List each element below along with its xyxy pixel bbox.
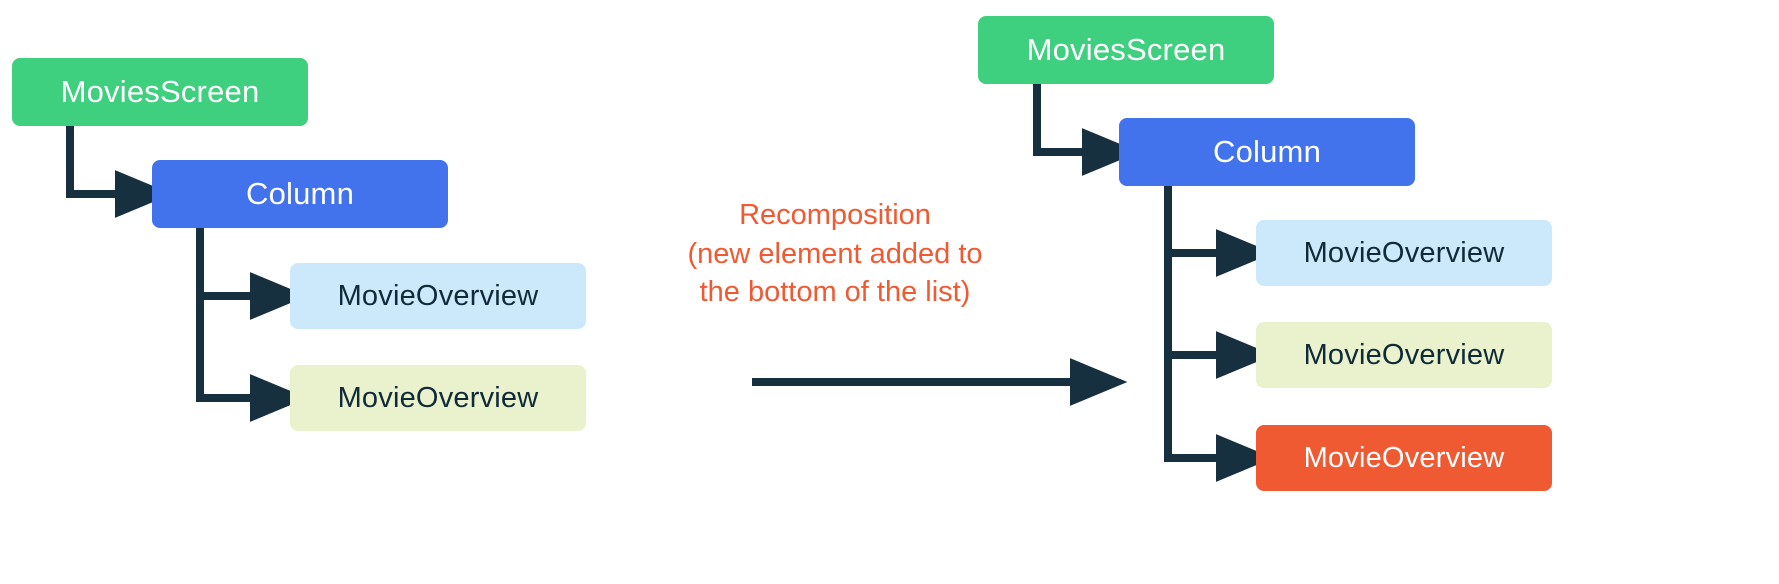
after-node-column[interactable]: Column xyxy=(1119,118,1415,186)
edge-right-screen-to-column xyxy=(1033,84,1140,176)
before-node-movie-overview-2[interactable]: MovieOverview xyxy=(290,365,586,431)
before-node-column[interactable]: Column xyxy=(152,160,448,228)
edge-right-column-to-child-1 xyxy=(1164,186,1274,277)
edge-left-column-to-child-2 xyxy=(196,296,308,422)
after-node-movie-overview-1[interactable]: MovieOverview xyxy=(1256,220,1552,286)
before-node-movie-overview-1[interactable]: MovieOverview xyxy=(290,263,586,329)
after-node-movie-overview-2[interactable]: MovieOverview xyxy=(1256,322,1552,388)
before-node-movie-overview-1-label: MovieOverview xyxy=(337,279,539,312)
after-node-movie-overview-3-new[interactable]: MovieOverview xyxy=(1256,425,1552,491)
after-node-movie-overview-2-label: MovieOverview xyxy=(1303,338,1505,371)
after-node-movies-screen-label: MoviesScreen xyxy=(1026,32,1226,67)
after-node-column-label: Column xyxy=(1212,134,1322,169)
edge-right-column-to-child-2 xyxy=(1164,253,1274,379)
before-node-column-label: Column xyxy=(245,176,355,211)
after-node-movie-overview-3-new-label: MovieOverview xyxy=(1303,441,1505,474)
before-node-movies-screen-label: MoviesScreen xyxy=(60,74,260,109)
after-node-movie-overview-1-label: MovieOverview xyxy=(1303,236,1505,269)
edge-left-screen-to-column xyxy=(66,126,173,218)
transition-caption: Recomposition (new element added to the … xyxy=(687,199,983,309)
edge-left-column-to-child-1 xyxy=(196,228,308,320)
before-node-movie-overview-2-label: MovieOverview xyxy=(337,381,539,414)
after-node-movies-screen[interactable]: MoviesScreen xyxy=(978,16,1274,84)
edge-right-column-to-child-3 xyxy=(1164,355,1274,482)
before-node-movies-screen[interactable]: MoviesScreen xyxy=(12,58,308,126)
